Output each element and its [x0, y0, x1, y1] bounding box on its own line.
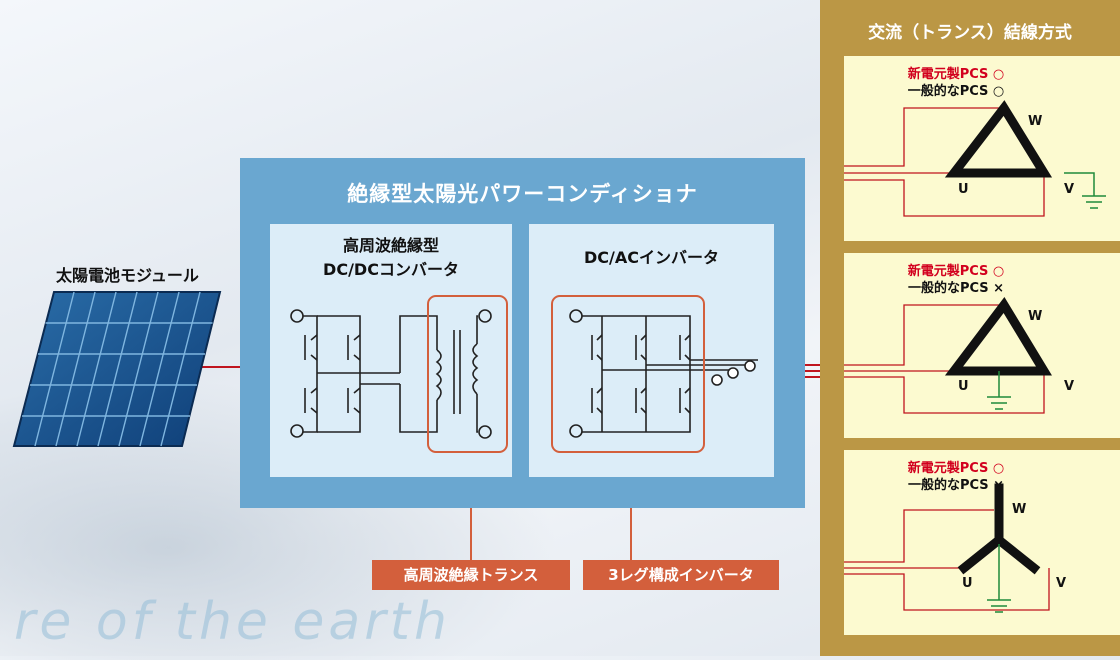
- dcac-title: DC/ACインバータ: [584, 248, 719, 267]
- card1-general-line: 一般的なPCS ○: [907, 84, 1005, 99]
- card2-shindengen-line: 新電元製PCS ○: [907, 264, 1005, 279]
- delta-grounded-card: 新電元製PCS ○ 一般的なPCS × W U V: [844, 253, 1120, 438]
- dcdc-converter-block: 高周波絶縁型 DC/DCコンバータ: [270, 224, 512, 477]
- transformer-tag: 高周波絶縁トランス: [372, 560, 570, 590]
- card2-v-label: V: [1064, 379, 1075, 394]
- delta-connection-card: 新電元製PCS ○ 一般的なPCS ○ W U V: [844, 56, 1120, 241]
- dcdc-title-line1: 高周波絶縁型: [342, 236, 439, 255]
- card2-general-line: 一般的なPCS ×: [907, 281, 1005, 296]
- delta-ungrounded-diagram: [844, 100, 1106, 217]
- solar-module-label: 太陽電池モジュール: [56, 266, 199, 285]
- card3-w-label: W: [1012, 502, 1027, 517]
- card1-shindengen-line: 新電元製PCS ○: [907, 67, 1005, 82]
- watermark-text: re of the earth: [14, 592, 451, 652]
- card1-w-label: W: [1028, 114, 1043, 129]
- power-conditioner-title: 絶縁型太陽光パワーコンディショナ: [347, 182, 698, 206]
- inverter-tag: 3レグ構成インバータ: [583, 560, 779, 590]
- star-grounded-diagram: [844, 483, 1050, 613]
- card3-u-label: U: [962, 576, 973, 591]
- delta-grounded-diagram: [844, 297, 1052, 414]
- card1-v-label: V: [1064, 182, 1075, 197]
- card2-u-label: U: [958, 379, 969, 394]
- card3-v-label: V: [1056, 576, 1067, 591]
- card1-u-label: U: [958, 182, 969, 197]
- card3-shindengen-line: 新電元製PCS ○: [907, 461, 1005, 476]
- card3-general-line: 一般的なPCS ×: [907, 478, 1005, 493]
- card2-w-label: W: [1028, 309, 1043, 324]
- power-conditioner-box: 絶縁型太陽光パワーコンディショナ 高周波絶縁型 DC/DCコンバータ DC/AC…: [240, 158, 805, 508]
- star-grounded-card: 新電元製PCS ○ 一般的なPCS × W U V: [844, 450, 1120, 635]
- dcdc-title-line2: DC/DCコンバータ: [323, 260, 459, 279]
- ac-connection-panel: 交流（トランス）結線方式 新電元製PCS ○ 一般的なPCS ○ W U V 新…: [820, 0, 1120, 656]
- ac-connection-title: 交流（トランス）結線方式: [868, 23, 1072, 43]
- dcac-inverter-block: DC/ACインバータ: [529, 224, 774, 477]
